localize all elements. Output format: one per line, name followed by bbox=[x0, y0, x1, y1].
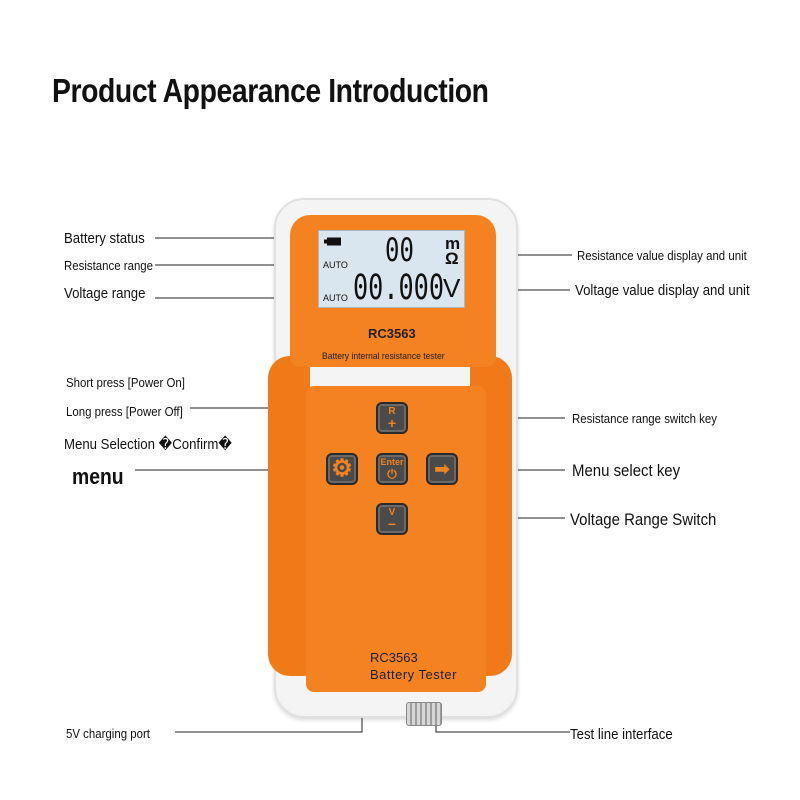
label-charging-port: 5V charging port bbox=[66, 726, 150, 741]
gear-icon: ⚙ bbox=[331, 455, 353, 482]
lcd-voltage-unit: V bbox=[443, 273, 461, 303]
label-test-line: Test line interface bbox=[570, 726, 673, 743]
plus-icon: + bbox=[387, 415, 397, 431]
menu-settings-button[interactable]: ⚙ bbox=[326, 453, 358, 485]
lcd-auto-resistance: AUTO bbox=[323, 260, 348, 270]
device-left-grip bbox=[268, 356, 310, 676]
lcd-voltage-value: 00.000 bbox=[353, 268, 445, 308]
label-long-press: Long press [Power Off] bbox=[66, 404, 183, 419]
power-icon: ⏻ bbox=[387, 467, 397, 481]
lcd-resistance-value: 00 bbox=[385, 231, 414, 269]
label-voltage-range: Voltage range bbox=[64, 285, 146, 302]
minus-icon: − bbox=[387, 516, 397, 532]
lcd-resistance-unit-m: m bbox=[445, 234, 461, 253]
label-voltage-switch: Voltage Range Switch bbox=[570, 510, 717, 529]
menu-select-button[interactable]: ➡ bbox=[426, 453, 458, 485]
enter-power-button[interactable]: Enter ⏻ bbox=[376, 453, 408, 485]
device-model-top: RC3563 bbox=[368, 326, 416, 341]
device-model-bottom: RC3563 bbox=[370, 650, 418, 665]
label-menu-selection: Menu Selection �Confirm� bbox=[64, 436, 232, 453]
label-menu-select-key: Menu select key bbox=[572, 461, 681, 480]
device-name-bottom: Battery Tester bbox=[370, 667, 457, 682]
battery-icon bbox=[324, 237, 341, 246]
label-resistance-display: Resistance value display and unit bbox=[577, 248, 747, 263]
label-battery-status: Battery status bbox=[64, 230, 145, 247]
label-menu: menu bbox=[72, 464, 124, 489]
device-keypad-panel bbox=[306, 386, 486, 692]
r-key-label: R bbox=[388, 406, 396, 417]
v-key-label: V bbox=[388, 507, 396, 518]
resistance-range-button[interactable]: R + bbox=[376, 402, 408, 434]
label-resistance-range: Resistance range bbox=[64, 258, 154, 273]
label-voltage-display: Voltage value display and unit bbox=[575, 282, 750, 299]
enter-key-label: Enter bbox=[380, 457, 404, 467]
lcd-screen: AUTO 00 m Ω AUTO 00.000 V bbox=[318, 230, 465, 308]
arrow-right-icon: ➡ bbox=[434, 459, 450, 479]
lcd-auto-voltage: AUTO bbox=[323, 293, 348, 303]
lcd-resistance-unit-ohm: Ω bbox=[445, 249, 459, 268]
device-subtitle: Battery internal resistance tester bbox=[322, 351, 445, 362]
label-short-press: Short press [Power On] bbox=[66, 375, 185, 390]
label-resistance-switch: Resistance range switch key bbox=[572, 411, 717, 426]
voltage-range-button[interactable]: V − bbox=[376, 503, 408, 535]
test-line-connector[interactable] bbox=[406, 702, 442, 726]
leader-test-line bbox=[435, 724, 570, 733]
page-title: Product Appearance Introduction bbox=[52, 72, 489, 109]
